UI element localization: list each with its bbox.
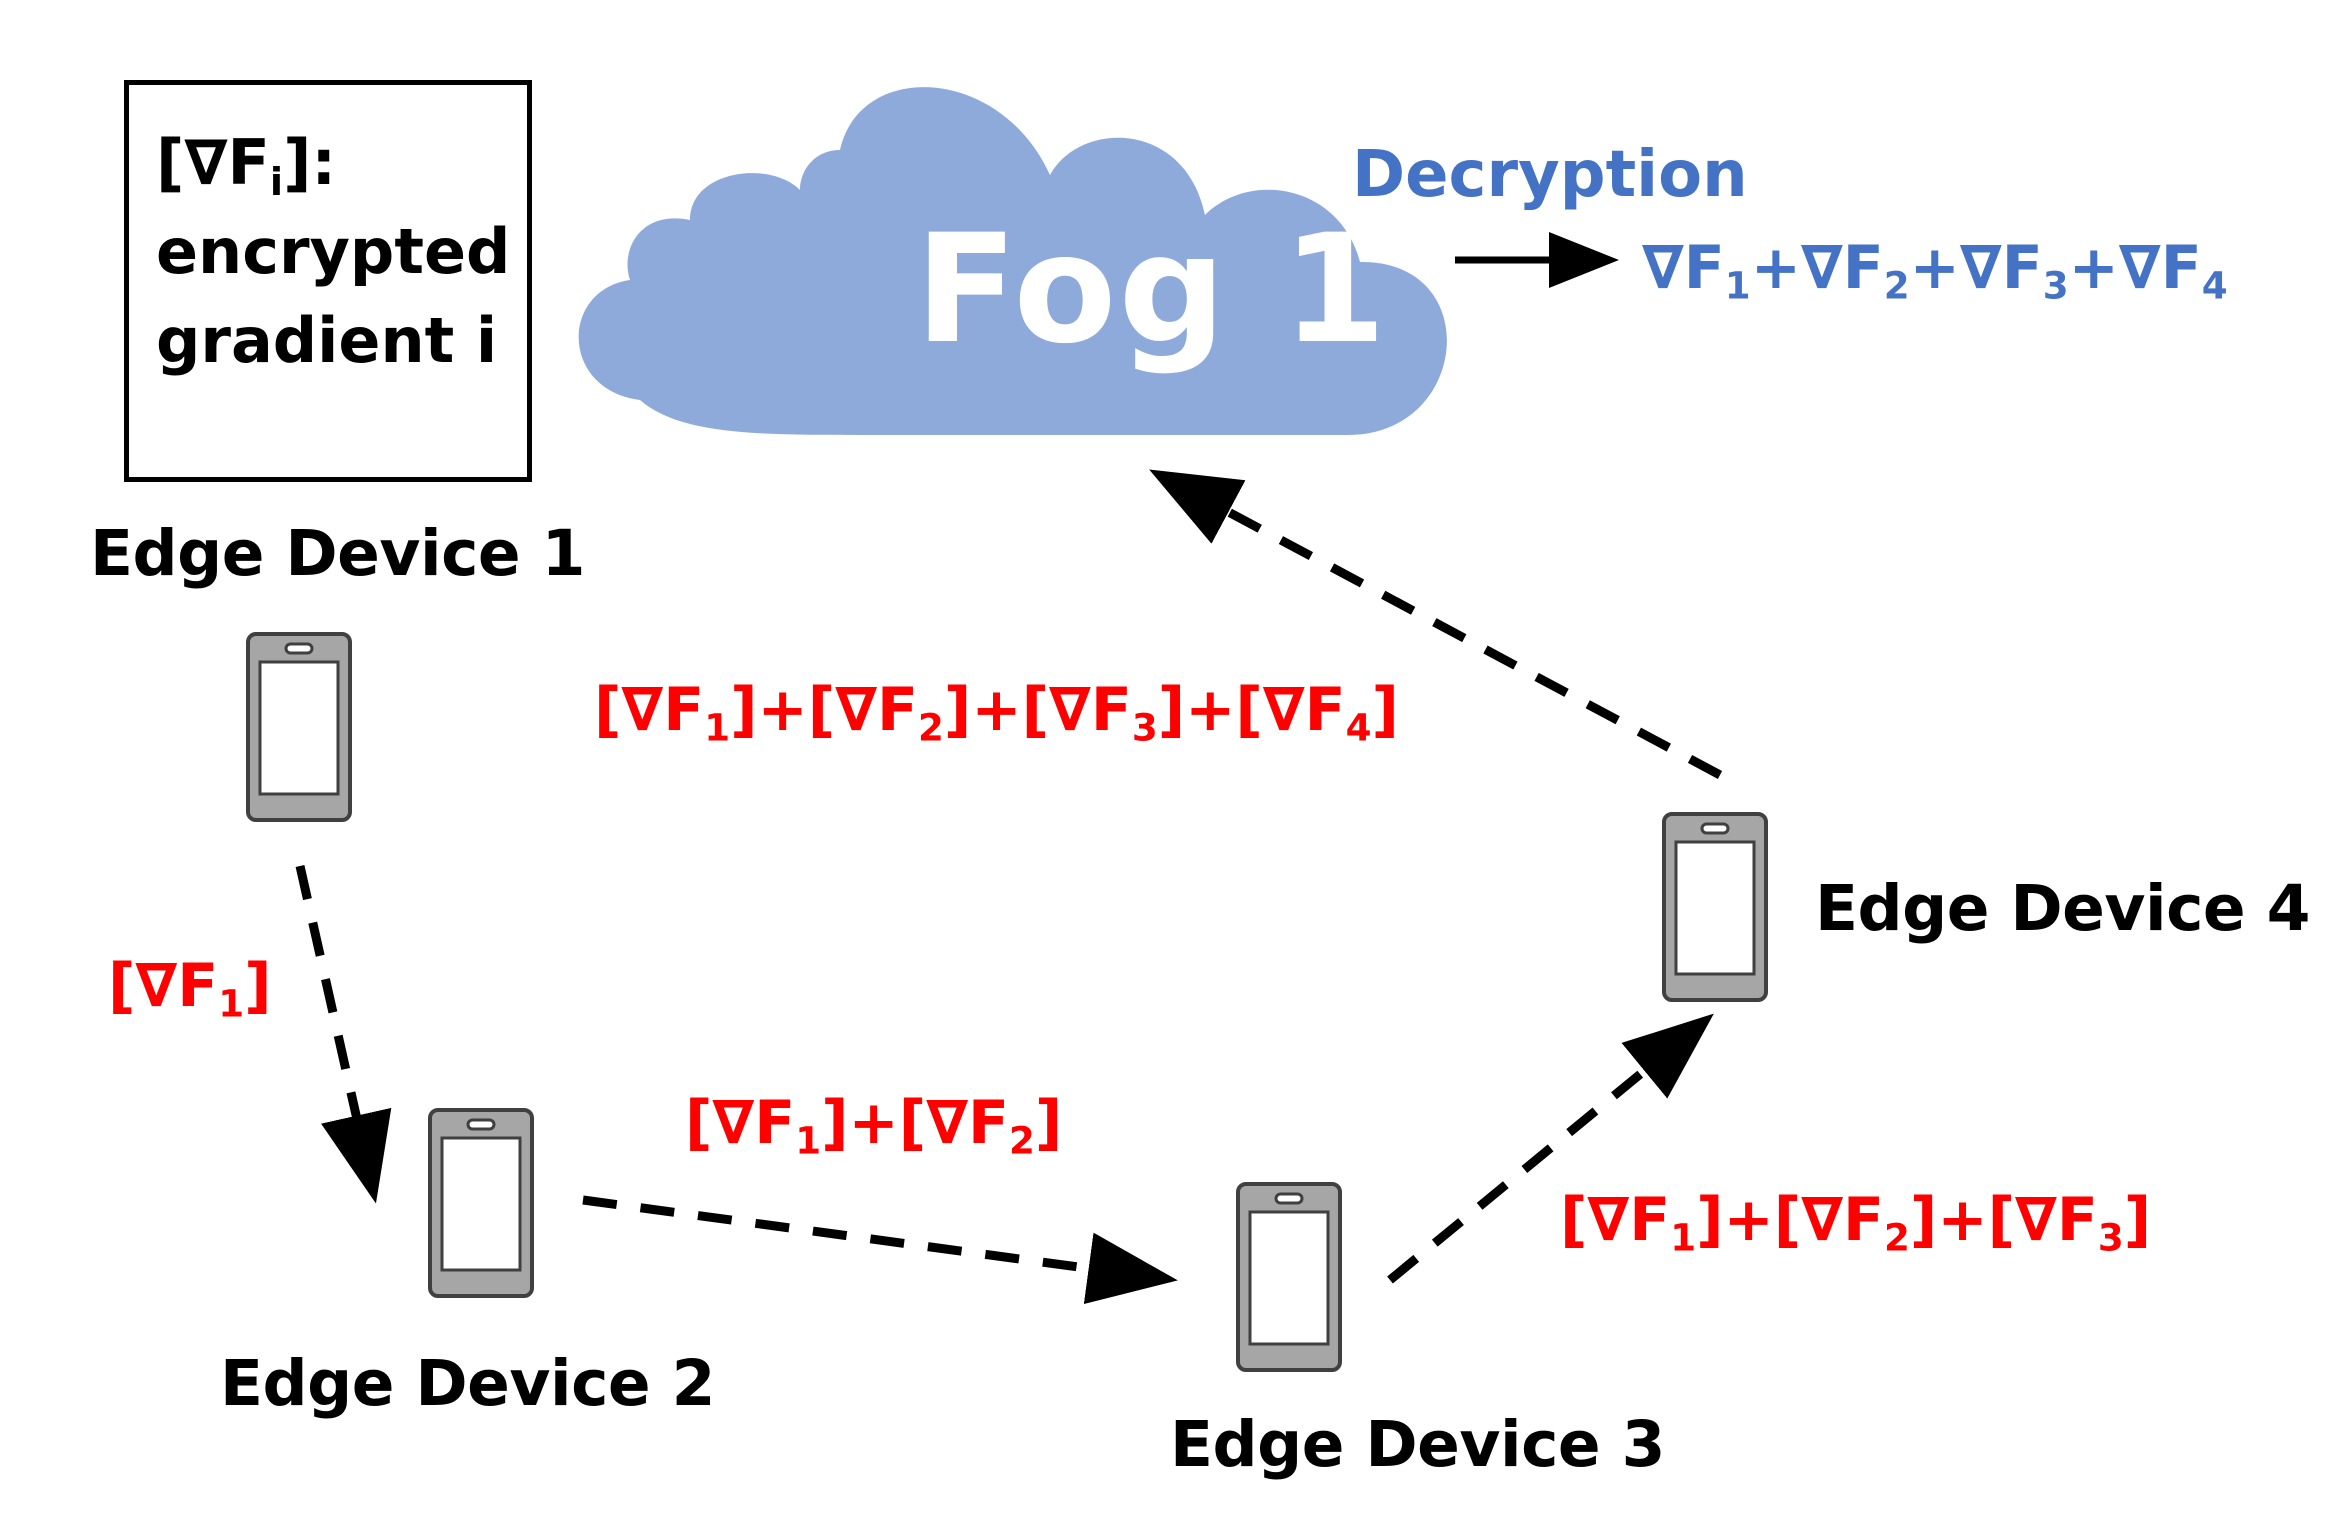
message-label-2: [∇F1]+[∇F2] (685, 1093, 1062, 1159)
msg-term: [∇F (1560, 1185, 1671, 1255)
result-sub: 4 (2201, 263, 2228, 308)
result-sub: 3 (2042, 263, 2069, 308)
legend-line-2: encrypted (156, 215, 511, 288)
phone-icon-device1 (246, 632, 352, 822)
fog-cloud (578, 87, 1447, 435)
device-label-1: Edge Device 1 (90, 517, 585, 590)
msg-term: [∇F (108, 951, 219, 1021)
msg-term: ]+[∇F (730, 675, 919, 745)
legend-subscript: i (269, 159, 284, 205)
message-label-1: [∇F1] (108, 956, 272, 1022)
arrow-device3-to-device4 (1387, 1013, 1714, 1284)
msg-sub: 1 (218, 981, 245, 1026)
msg-sub: 2 (918, 705, 944, 750)
device-label-4: Edge Device 4 (1815, 872, 2310, 945)
result-sub: 2 (1883, 263, 1910, 308)
phone-icon-device3 (1236, 1182, 1342, 1372)
msg-sub: 1 (704, 705, 731, 750)
fog-cloud-shape (578, 87, 1447, 435)
message-label-4: [∇F1]+[∇F2]+[∇F3]+[∇F4] (594, 680, 1399, 746)
msg-sub: 1 (1670, 1215, 1697, 1260)
msg-term: ] (2123, 1185, 2152, 1255)
arrow-device2-to-device3 (582, 1195, 1178, 1305)
legend-symbol: [∇F (156, 126, 270, 199)
decryption-result: ∇F1+∇F2+∇F3+∇F4 (1642, 238, 2228, 304)
msg-term: [∇F (685, 1088, 796, 1158)
msg-sub: 3 (2097, 1215, 2124, 1260)
msg-sub: 4 (1345, 705, 1372, 750)
decryption-label: Decryption (1352, 138, 1748, 212)
msg-sub: 3 (1131, 705, 1158, 750)
legend-line-3: gradient i (156, 304, 498, 377)
legend-box (124, 80, 532, 482)
msg-term: ] (244, 951, 272, 1021)
phone-icon-device4 (1662, 812, 1768, 1002)
arrow-device1-to-device2 (295, 865, 392, 1204)
msg-term: ] (1034, 1088, 1063, 1158)
msg-term: ]+[∇F (943, 675, 1132, 745)
device-label-2: Edge Device 2 (220, 1347, 715, 1420)
msg-term: ] (1371, 675, 1399, 745)
msg-term: ]+[∇F (1909, 1185, 2098, 1255)
phone-icon-device2 (428, 1108, 534, 1298)
msg-term: ]+[∇F (1157, 675, 1346, 745)
msg-sub: 1 (795, 1118, 822, 1163)
legend-text: [∇Fi]: encrypted gradient i (156, 118, 510, 385)
result-term: ∇F (1642, 233, 1725, 303)
msg-sub: 2 (1884, 1215, 1910, 1260)
msg-sub: 2 (1009, 1118, 1035, 1163)
msg-term: ]+[∇F (821, 1088, 1010, 1158)
msg-term: ]+[∇F (1696, 1185, 1885, 1255)
legend-colon: ]: (283, 126, 337, 199)
legend-line-1: [∇Fi]: (156, 118, 510, 207)
fog-title: Fog 1 (915, 203, 1389, 377)
arrow-device4-to-fog (1149, 469, 1723, 779)
result-term: +∇F (1750, 233, 1884, 303)
result-term: +∇F (2068, 233, 2202, 303)
result-term: +∇F (1909, 233, 2043, 303)
msg-term: [∇F (594, 675, 705, 745)
message-label-3: [∇F1]+[∇F2]+[∇F3] (1560, 1190, 2151, 1256)
device-label-3: Edge Device 3 (1170, 1408, 1665, 1481)
result-sub: 1 (1724, 263, 1751, 308)
